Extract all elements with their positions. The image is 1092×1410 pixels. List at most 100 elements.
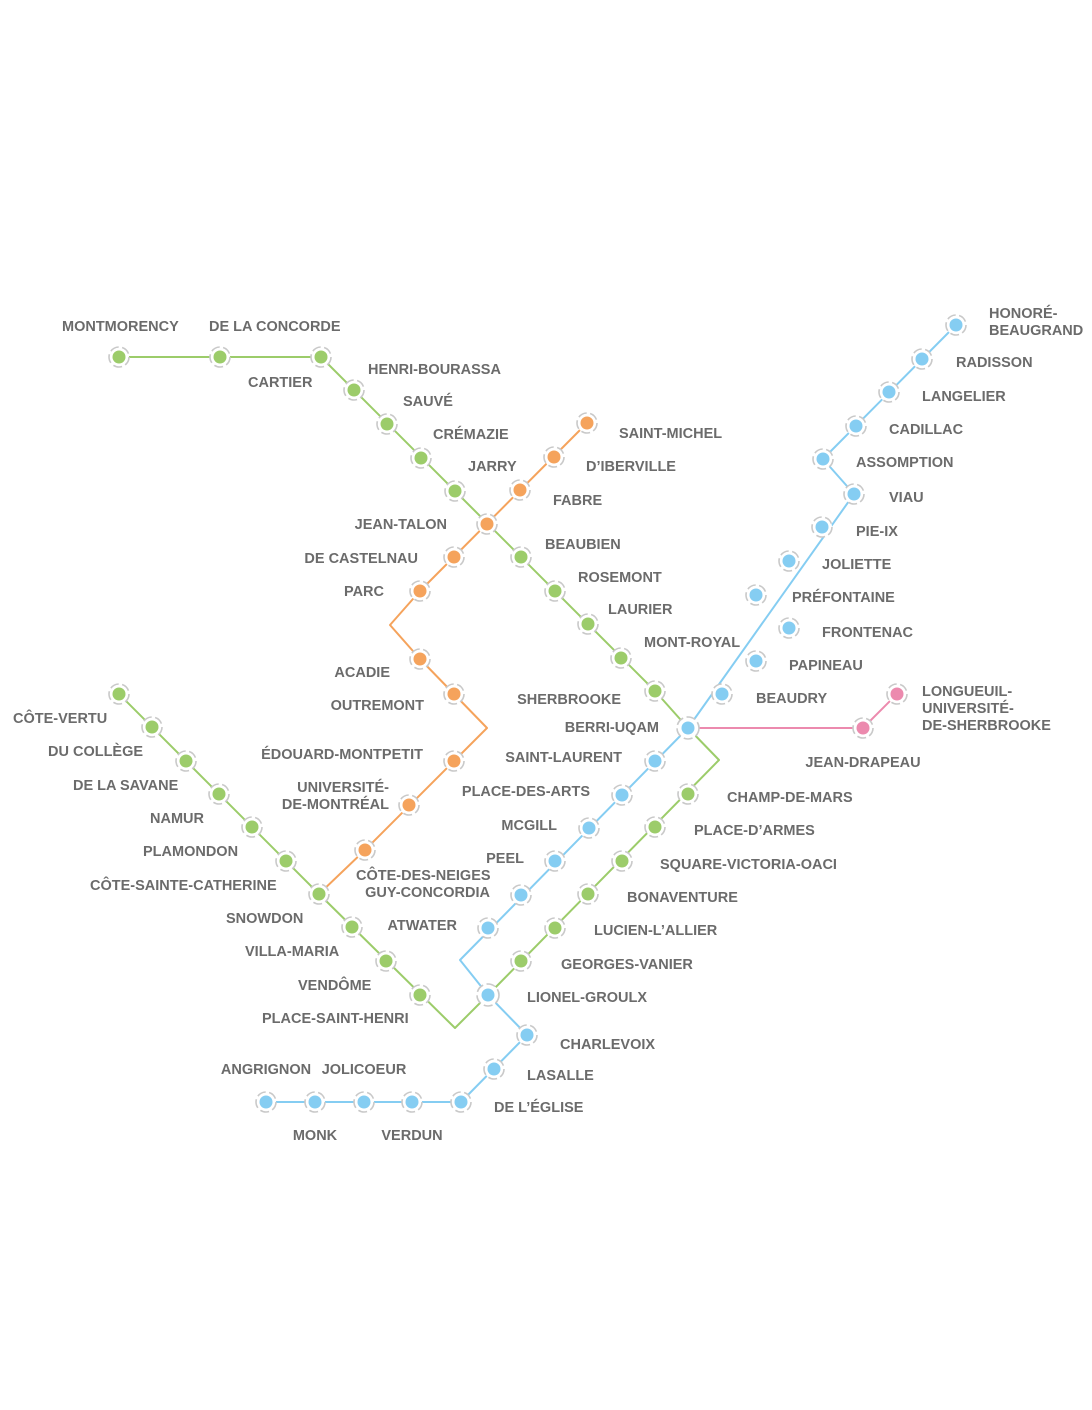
station-jean-drapeau[interactable] [852, 717, 874, 739]
station-viau[interactable] [843, 483, 865, 505]
station-outremont[interactable] [443, 683, 465, 705]
station-label-line: PLAMONDON [143, 844, 238, 860]
station-dot [513, 483, 527, 497]
station-angrignon[interactable] [255, 1091, 277, 1113]
station-square-victoria-oaci[interactable] [611, 850, 633, 872]
station-lucien-lallier[interactable] [544, 917, 566, 939]
station-label-line: FRONTENAC [822, 625, 914, 641]
station-dot [357, 1095, 371, 1109]
station-honore-beaugrand[interactable] [945, 314, 967, 336]
station-diberville[interactable] [543, 446, 565, 468]
station-beaudry[interactable] [711, 683, 733, 705]
station-place-darmes[interactable] [644, 816, 666, 838]
station-guy-concordia[interactable] [510, 884, 532, 906]
station-cote-sainte-catherine[interactable] [275, 850, 297, 872]
station-bonaventure[interactable] [577, 883, 599, 905]
station-charlevoix[interactable] [516, 1024, 538, 1046]
station-verdun[interactable] [401, 1091, 423, 1113]
station-georges-vanier[interactable] [510, 950, 532, 972]
station-prefontaine[interactable] [745, 584, 767, 606]
station-frontenac[interactable] [778, 617, 800, 639]
station-dot [581, 617, 595, 631]
station-atwater[interactable] [477, 917, 499, 939]
station-namur[interactable] [208, 783, 230, 805]
station-de-leglise[interactable] [450, 1091, 472, 1113]
station-label-line: ATWATER [387, 918, 457, 934]
station-sauve[interactable] [376, 413, 398, 435]
station-label-line: PARC [344, 584, 385, 600]
station-dot [447, 687, 461, 701]
station-longueuil[interactable] [886, 683, 908, 705]
station-mont-royal[interactable] [610, 647, 632, 669]
station-edouard-montpetit[interactable] [443, 750, 465, 772]
station-de-castelnau[interactable] [443, 546, 465, 568]
station-berri-uqam[interactable] [676, 716, 700, 740]
station-dot [380, 417, 394, 431]
station-peel[interactable] [544, 850, 566, 872]
station-dot [648, 754, 662, 768]
station-jean-talon[interactable] [476, 513, 498, 535]
station-label-cadillac: CADILLAC [889, 422, 964, 438]
station-dot [514, 550, 528, 564]
station-cote-vertu[interactable] [108, 683, 130, 705]
station-henri-bourassa[interactable] [343, 379, 365, 401]
station-place-saint-henri[interactable] [409, 984, 431, 1006]
station-champ-de-mars[interactable] [677, 783, 699, 805]
station-saint-michel[interactable] [576, 412, 598, 434]
station-du-college[interactable] [141, 716, 163, 738]
station-radisson[interactable] [911, 348, 933, 370]
station-label-line: GUY-CONCORDIA [365, 885, 490, 901]
station-cadillac[interactable] [845, 415, 867, 437]
station-villa-maria[interactable] [341, 916, 363, 938]
station-de-la-savane[interactable] [175, 750, 197, 772]
station-fabre[interactable] [509, 479, 531, 501]
station-label-line: VERDUN [381, 1128, 442, 1144]
station-dot [314, 350, 328, 364]
station-plamondon[interactable] [241, 816, 263, 838]
station-lionel-groulx[interactable] [476, 983, 500, 1007]
station-label-montmorency: MONTMORENCY [62, 319, 179, 335]
station-montmorency[interactable] [108, 346, 130, 368]
station-vendome[interactable] [375, 950, 397, 972]
station-cote-des-neiges[interactable] [354, 839, 376, 861]
station-jolicoeur[interactable] [353, 1091, 375, 1113]
station-label-namur: NAMUR [150, 811, 204, 827]
station-de-la-concorde[interactable] [209, 346, 231, 368]
blue-line-route [265, 324, 957, 1103]
station-dot [849, 419, 863, 433]
station-label-parc: PARC [344, 584, 385, 600]
station-parc[interactable] [409, 580, 431, 602]
station-monk[interactable] [304, 1091, 326, 1113]
station-label-du-college: DU COLLÈGE [48, 743, 143, 760]
station-lasalle[interactable] [483, 1058, 505, 1080]
station-label-cote-sainte-catherine: CÔTE-SAINTE-CATHERINE [90, 876, 277, 894]
station-label-line: CADILLAC [889, 422, 964, 438]
station-langelier[interactable] [878, 381, 900, 403]
station-pie-ix[interactable] [811, 516, 833, 538]
station-cremazie[interactable] [410, 447, 432, 469]
station-label-line: DE LA SAVANE [73, 778, 179, 794]
station-universite-de-montreal[interactable] [398, 794, 420, 816]
station-label-henri-bourassa: HENRI-BOURASSA [368, 362, 501, 378]
station-beaubien[interactable] [510, 546, 532, 568]
station-laurier[interactable] [577, 613, 599, 635]
station-label-assomption: ASSOMPTION [856, 455, 953, 471]
station-joliette[interactable] [778, 550, 800, 572]
station-papineau[interactable] [745, 650, 767, 672]
station-sherbrooke[interactable] [644, 680, 666, 702]
station-jarry[interactable] [444, 480, 466, 502]
station-saint-laurent[interactable] [644, 750, 666, 772]
station-snowdon[interactable] [308, 883, 330, 905]
station-place-des-arts[interactable] [611, 784, 633, 806]
station-dot [614, 651, 628, 665]
station-mcgill[interactable] [578, 817, 600, 839]
station-assomption[interactable] [812, 448, 834, 470]
station-acadie[interactable] [409, 648, 431, 670]
station-cartier[interactable] [310, 346, 332, 368]
station-label-georges-vanier: GEORGES-VANIER [561, 957, 693, 973]
station-rosemont[interactable] [544, 580, 566, 602]
station-dot [245, 820, 259, 834]
station-label-line: NAMUR [150, 811, 204, 827]
station-dot [816, 452, 830, 466]
